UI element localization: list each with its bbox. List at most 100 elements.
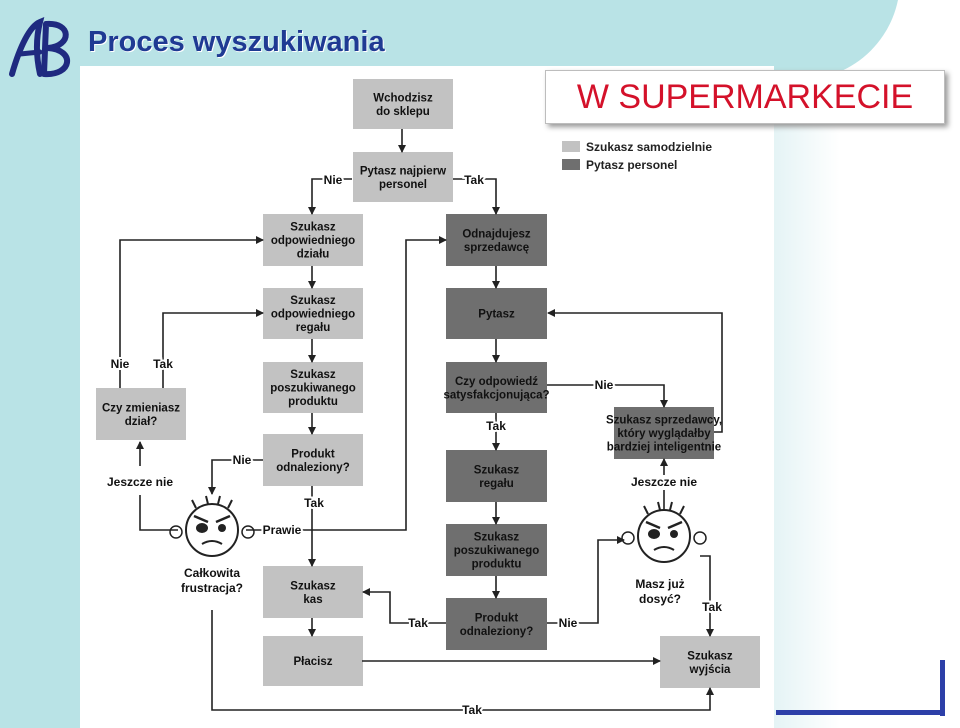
box-pytasz-najpierw: Pytasz najpierw personel <box>353 152 453 202</box>
box-szukasz-regalu-r: Szukasz regału <box>446 450 547 502</box>
arrow-answer-no <box>547 384 668 408</box>
box-text-line: który wyglądałby <box>617 428 711 440</box>
box-text-line: poszukiwanego <box>270 383 356 395</box>
box-text-line: Szukasz <box>290 580 336 592</box>
face-left-caption-1: Całkowita <box>184 566 240 580</box>
face-right-caption-2: dosyć? <box>639 592 681 606</box>
box-text-line: satysfakcjonująca? <box>443 389 549 401</box>
frustrated-face-left <box>169 495 255 557</box>
label-nie-czy: Nie <box>595 378 614 392</box>
box-text-line: odpowiedniego <box>271 309 355 321</box>
connectors <box>119 129 723 711</box>
legend-staff-swatch <box>562 159 580 170</box>
box-czy-zmieniasz: Czy zmieniasz dział? <box>96 388 186 440</box>
corner-accent-vertical <box>940 660 945 716</box>
box-text-line: Pytasz <box>478 309 515 321</box>
box-text-line: Produkt <box>475 612 519 624</box>
box-odnajdujesz: Odnajdujesz sprzedawcę <box>446 214 547 266</box>
box-text-line: personel <box>379 179 427 191</box>
box-text-line: dział? <box>125 416 158 428</box>
box-text-line: działu <box>297 249 330 261</box>
legend-staff-label: Pytasz personel <box>586 158 677 172</box>
label-prawie: Prawie <box>263 523 302 537</box>
label-tak-left: Tak <box>153 357 173 371</box>
ab-logo <box>9 17 70 78</box>
box-produkt-odnaleziony-l: Produkt odnaleziony? <box>263 434 363 486</box>
box-text-line: sprzedawcę <box>464 242 529 254</box>
box-text-line: Szukasz sprzedawcy, <box>606 415 722 427</box>
arrow-change-yes <box>162 309 264 388</box>
label-jeszcze-nie-l: Jeszcze nie <box>107 475 173 489</box>
box-text-line: Pytasz najpierw <box>360 165 446 177</box>
label-tak-kas: Tak <box>408 616 428 630</box>
box-text-line: Szukasz <box>687 650 733 662</box>
box-text-line: poszukiwanego <box>454 545 540 557</box>
label-tak-top: Tak <box>464 173 484 187</box>
box-text-line: bardziej inteligentnie <box>607 442 721 454</box>
box-text-line: Płacisz <box>294 656 333 668</box>
label-nie-left: Nie <box>111 357 130 371</box>
box-text-line: produktu <box>288 396 338 408</box>
box-text-line: odpowiedniego <box>271 235 355 247</box>
label-tak-bottom: Tak <box>462 703 482 717</box>
box-text-line: regału <box>479 478 514 490</box>
box-produkt-odnaleziony-r: Produkt odnaleziony? <box>446 598 547 650</box>
label-nie-produkt-r: Nie <box>559 616 578 630</box>
arrow-frustration-yes <box>211 610 714 711</box>
box-text-line: Szukasz <box>290 222 336 234</box>
arrow-smarter-to-ask <box>547 309 723 433</box>
arrow-found-r-no <box>547 536 625 624</box>
label-tak-czy: Tak <box>486 419 506 433</box>
box-text-line: odnaleziony? <box>276 462 349 474</box>
box-text-line: Szukasz <box>474 464 520 476</box>
legend: Szukasz samodzielnie Pytasz personel <box>562 140 712 172</box>
arrow-ask-no <box>308 178 352 215</box>
label-tak-produkt: Tak <box>304 496 324 510</box>
legend-self-label: Szukasz samodzielnie <box>586 140 712 154</box>
box-text-line: odnaleziony? <box>460 626 533 638</box>
box-text-line: Szukasz <box>474 532 520 544</box>
arrow-enough-yes <box>700 555 714 637</box>
box-placisz: Płacisz <box>263 636 363 686</box>
arrow-found-r-yes <box>362 588 446 624</box>
supermarket-callout: W SUPERMARKECIE <box>545 70 945 124</box>
box-szukasz-kas: Szukasz kas <box>263 566 363 618</box>
line-frustration-not-yet <box>139 495 178 531</box>
box-pytasz: Pytasz <box>446 288 547 339</box>
label-nie-top: Nie <box>324 173 343 187</box>
arrow-found-no <box>208 459 263 495</box>
box-text-line: Czy odpowiedź <box>455 376 538 388</box>
arrow-ask-yes <box>453 178 500 215</box>
box-text-line: Czy zmieniasz <box>102 402 180 414</box>
box-text-line: do sklepu <box>376 106 430 118</box>
box-text-line: Szukasz <box>290 295 336 307</box>
label-tak-dosyc: Tak <box>702 600 722 614</box>
box-text-line: Produkt <box>291 448 335 460</box>
label-nie-produkt: Nie <box>233 453 252 467</box>
box-text-line: Odnajdujesz <box>462 228 531 240</box>
legend-self-swatch <box>562 141 580 152</box>
box-text-line: regału <box>296 322 331 334</box>
face-right-caption-1: Masz już <box>635 577 684 591</box>
box-text-line: kas <box>303 594 322 606</box>
box-text-line: produktu <box>472 559 522 571</box>
corner-accent-horizontal <box>776 710 945 715</box>
box-szukasz-sprzedawcy: Szukasz sprzedawcy,który wyglądałby bardz… <box>606 407 722 459</box>
box-text-line: wyjścia <box>689 664 732 676</box>
frustrated-face-right <box>621 501 707 563</box>
arrow-change-no <box>119 236 264 388</box>
box-wchodzisz: Wchodzisz do sklepu <box>353 79 453 129</box>
page-title: Proces wyszukiwania <box>88 26 385 58</box>
face-left-caption-2: frustracja? <box>181 581 243 595</box>
box-text-line: Wchodzisz <box>373 92 433 104</box>
label-jeszcze-nie-r: Jeszcze nie <box>631 475 697 489</box>
box-szukasz-wyjscia: Szukasz wyjścia <box>660 636 760 688</box>
arrow-almost <box>246 236 447 531</box>
